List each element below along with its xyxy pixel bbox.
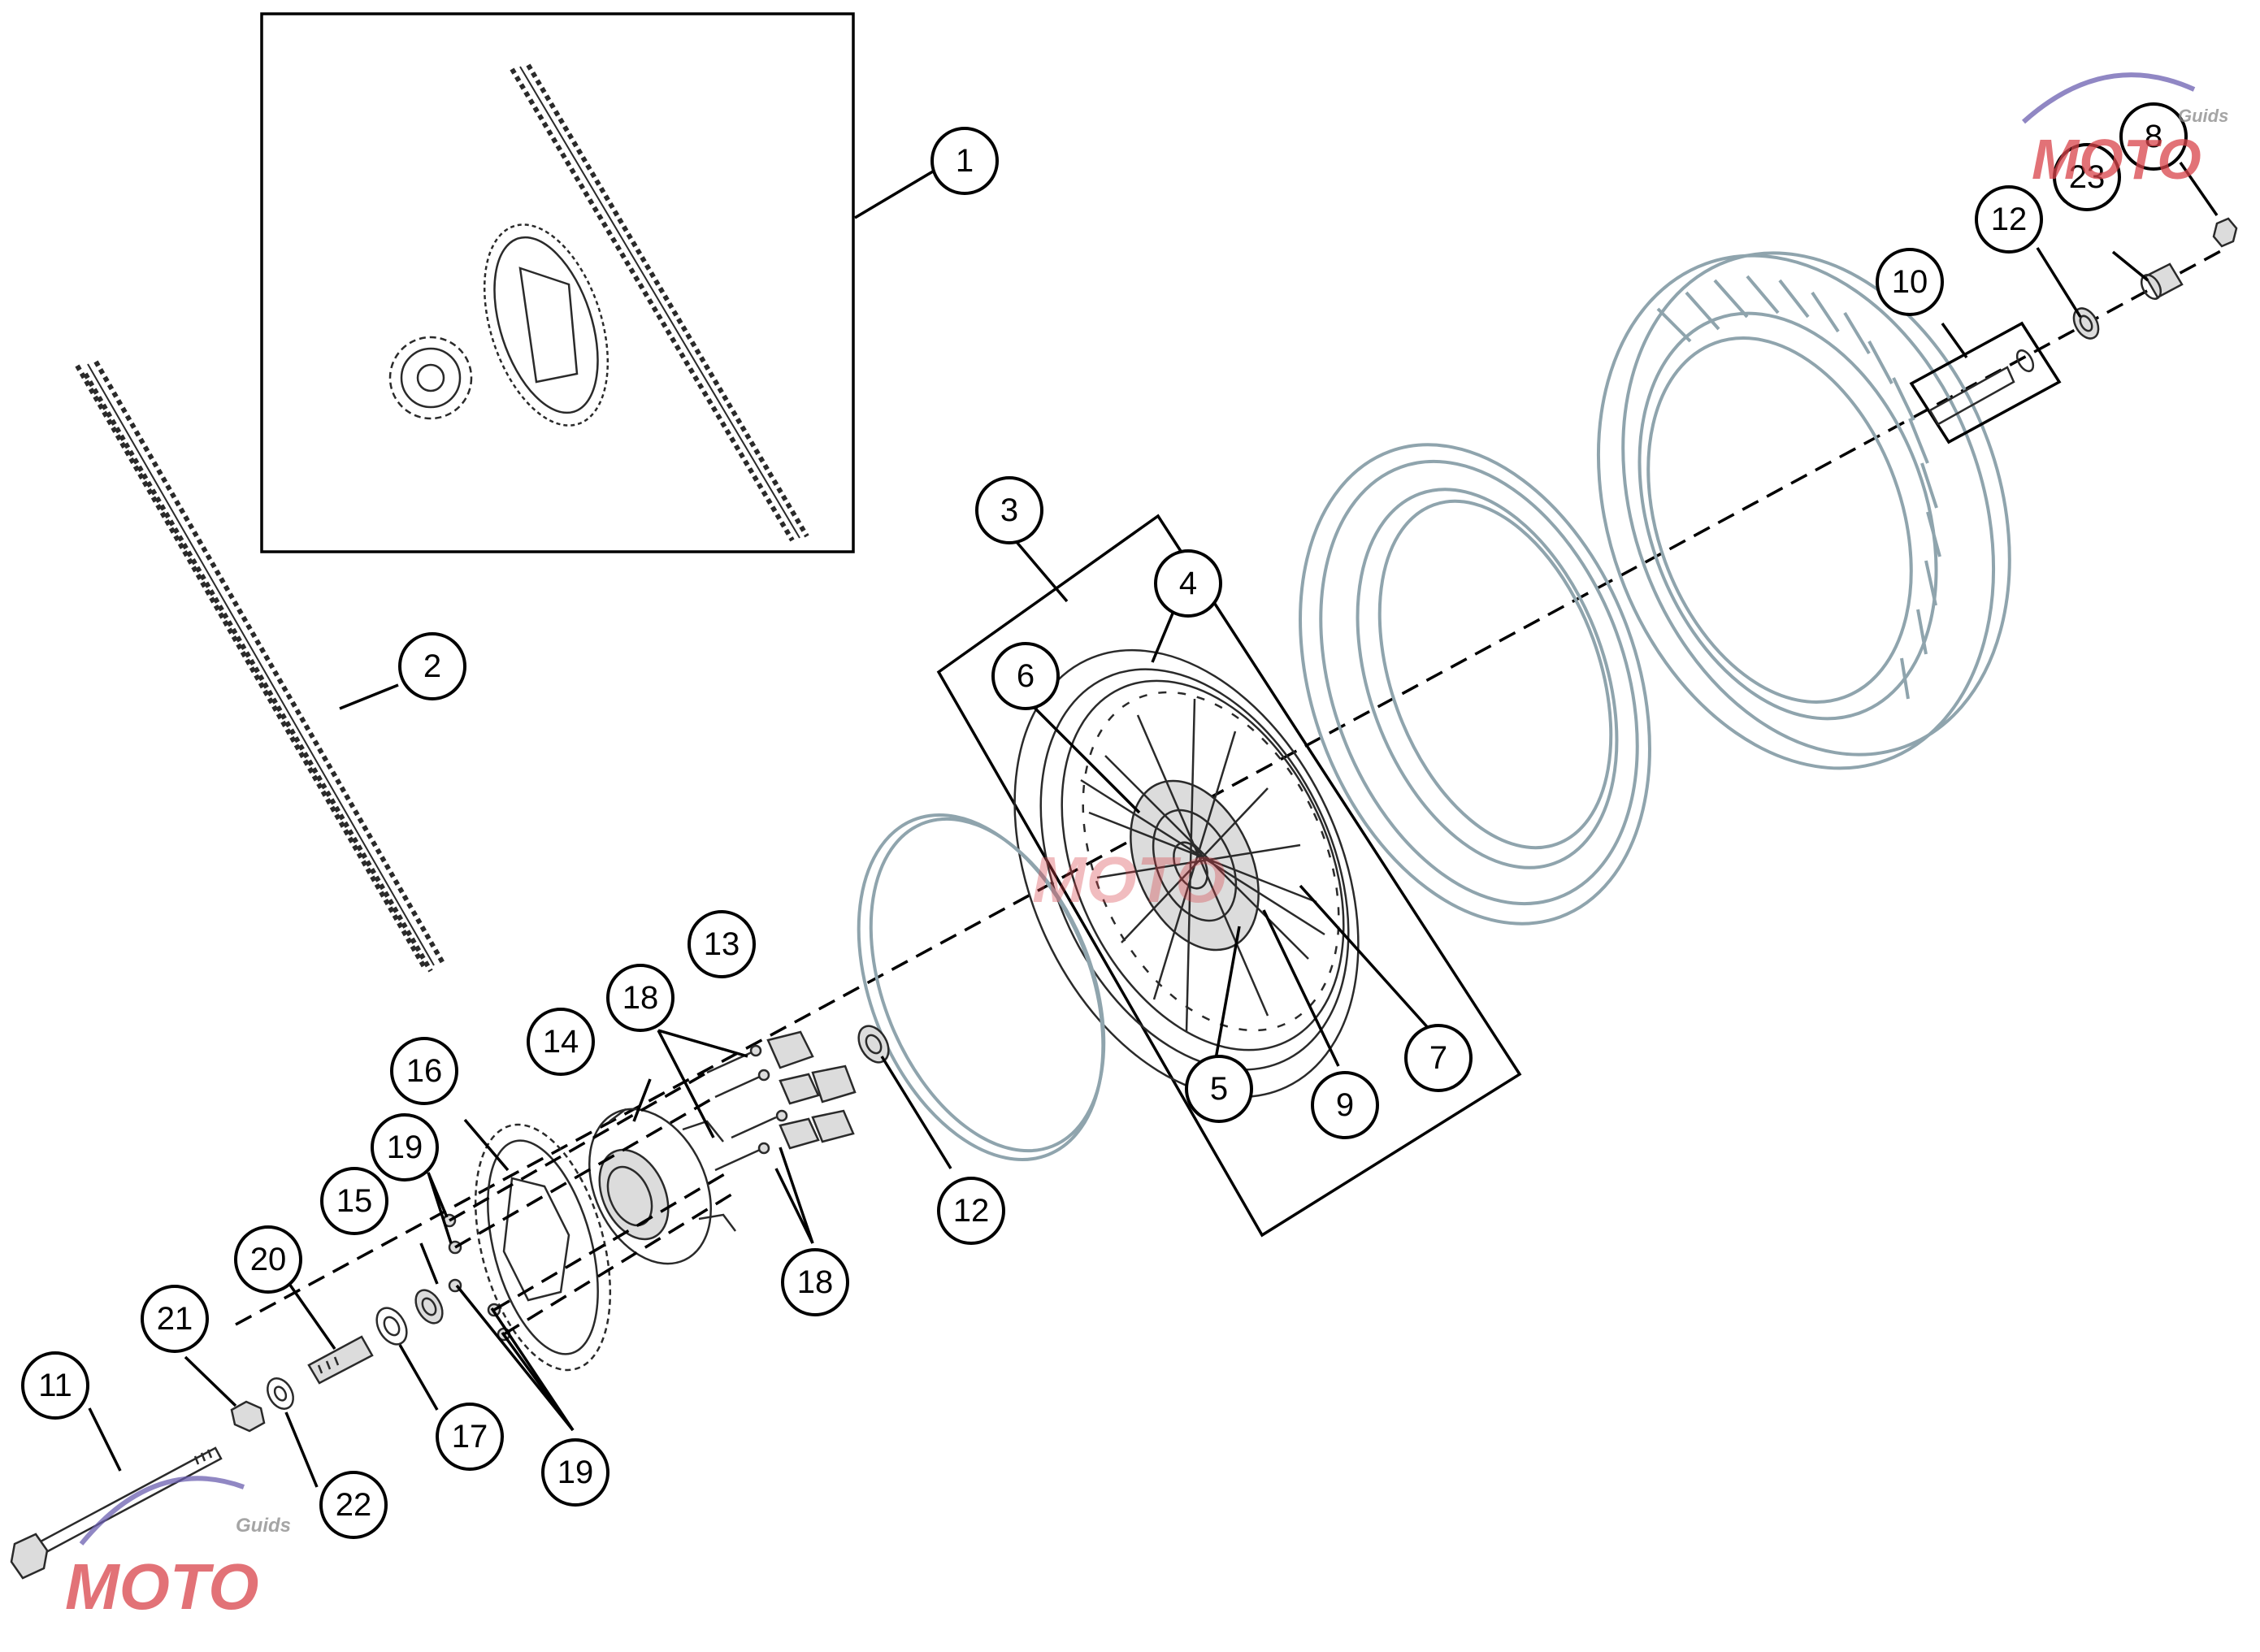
callout-5: 5 xyxy=(1185,1055,1253,1123)
svg-text:20: 20 xyxy=(250,1242,287,1277)
chain-kit-frame xyxy=(260,12,855,553)
svg-text:Guids: Guids xyxy=(236,1515,291,1537)
svg-text:22: 22 xyxy=(336,1487,372,1523)
svg-text:1: 1 xyxy=(956,143,974,179)
callout-15: 15 xyxy=(320,1167,388,1235)
svg-text:11: 11 xyxy=(38,1368,72,1403)
callout-10: 10 xyxy=(1876,248,1944,316)
callout-7: 7 xyxy=(1404,1024,1473,1092)
rim-tape xyxy=(1013,648,1360,1099)
wheel-assembly-frame xyxy=(936,514,1522,1238)
callout-19-top: 19 xyxy=(371,1113,439,1182)
callout-18-top: 18 xyxy=(606,964,675,1032)
svg-text:2: 2 xyxy=(423,648,441,684)
svg-text:18: 18 xyxy=(797,1264,834,1300)
callout-14: 14 xyxy=(527,1008,595,1076)
bearing-right xyxy=(2072,307,2100,340)
hex-nut xyxy=(230,1400,266,1433)
spoked-wheel xyxy=(1039,668,1350,1071)
drive-chain xyxy=(75,360,445,973)
svg-text:10: 10 xyxy=(1892,264,1928,300)
callout-22: 22 xyxy=(319,1471,388,1539)
spacer-tube xyxy=(1928,349,2035,426)
callout-21: 21 xyxy=(141,1285,209,1353)
svg-text:14: 14 xyxy=(543,1024,579,1060)
svg-text:15: 15 xyxy=(336,1183,373,1219)
callout-18-bottom: 18 xyxy=(781,1248,849,1316)
callout-8: 8 xyxy=(2119,102,2188,171)
svg-text:MOTO: MOTO xyxy=(2032,128,2201,191)
svg-text:21: 21 xyxy=(157,1301,193,1337)
callout-19-bottom: 19 xyxy=(541,1438,609,1507)
axle-centerline xyxy=(235,246,2227,1326)
rear-axle xyxy=(10,1446,223,1580)
svg-text:7: 7 xyxy=(1429,1040,1447,1076)
wheel-spacer xyxy=(307,1335,374,1385)
spacer-ring xyxy=(375,1307,408,1346)
callout-12-bottom: 12 xyxy=(937,1177,1005,1245)
callout-4: 4 xyxy=(1154,549,1222,618)
svg-text:19: 19 xyxy=(387,1130,423,1165)
rear-sprocket xyxy=(474,1123,612,1372)
watermark-logo-bottom-left: MOTO Guids xyxy=(65,1476,291,1623)
cush-drive-rubbers xyxy=(766,1030,857,1150)
svg-text:16: 16 xyxy=(406,1053,443,1089)
oil-seal xyxy=(414,1289,444,1325)
tire xyxy=(1596,251,2011,770)
callout-23: 23 xyxy=(2053,143,2121,211)
inner-tube xyxy=(1299,443,1651,926)
svg-text:12: 12 xyxy=(1991,202,2028,237)
svg-text:Guids: Guids xyxy=(2178,106,2228,126)
svg-text:8: 8 xyxy=(2145,119,2162,154)
svg-text:4: 4 xyxy=(1179,566,1197,601)
callout-16: 16 xyxy=(390,1037,458,1105)
callout-1: 1 xyxy=(930,127,999,195)
svg-text:19: 19 xyxy=(557,1455,594,1490)
svg-text:6: 6 xyxy=(1017,658,1035,694)
kit-rear-sprocket xyxy=(483,223,609,427)
bolt-guide-lines xyxy=(449,1071,732,1336)
svg-text:9: 9 xyxy=(1336,1087,1354,1123)
svg-text:MOTO: MOTO xyxy=(1032,843,1226,916)
svg-text:3: 3 xyxy=(1000,492,1018,528)
svg-text:23: 23 xyxy=(2069,159,2106,195)
callout-17: 17 xyxy=(436,1403,504,1471)
svg-text:5: 5 xyxy=(1210,1071,1228,1107)
rim-strip xyxy=(857,813,1105,1161)
leader-lines xyxy=(88,162,2219,1488)
washer xyxy=(267,1377,294,1410)
callout-2: 2 xyxy=(398,632,466,700)
callout-3: 3 xyxy=(975,476,1043,544)
spacer-23 xyxy=(2140,262,2184,300)
axle-nut xyxy=(2212,217,2238,248)
svg-text:17: 17 xyxy=(452,1419,488,1455)
bearing-left xyxy=(857,1025,890,1064)
sprocket-bolts xyxy=(706,1044,788,1172)
svg-text:MOTO: MOTO xyxy=(65,1550,259,1623)
callout-13: 13 xyxy=(688,910,756,978)
svg-text:12: 12 xyxy=(953,1193,990,1229)
watermark-logo-center: MOTO xyxy=(1032,843,1226,916)
callout-12-top: 12 xyxy=(1975,185,2043,254)
callout-9: 9 xyxy=(1311,1071,1379,1139)
callout-11: 11 xyxy=(21,1351,89,1420)
kit-chain xyxy=(510,63,809,542)
svg-text:18: 18 xyxy=(622,980,659,1016)
callout-20: 20 xyxy=(234,1225,302,1294)
watermark-logo-top-right: MOTO Guids xyxy=(2021,72,2228,191)
callout-6: 6 xyxy=(991,642,1060,710)
svg-text:13: 13 xyxy=(704,926,740,962)
kit-front-sprocket xyxy=(388,336,473,420)
